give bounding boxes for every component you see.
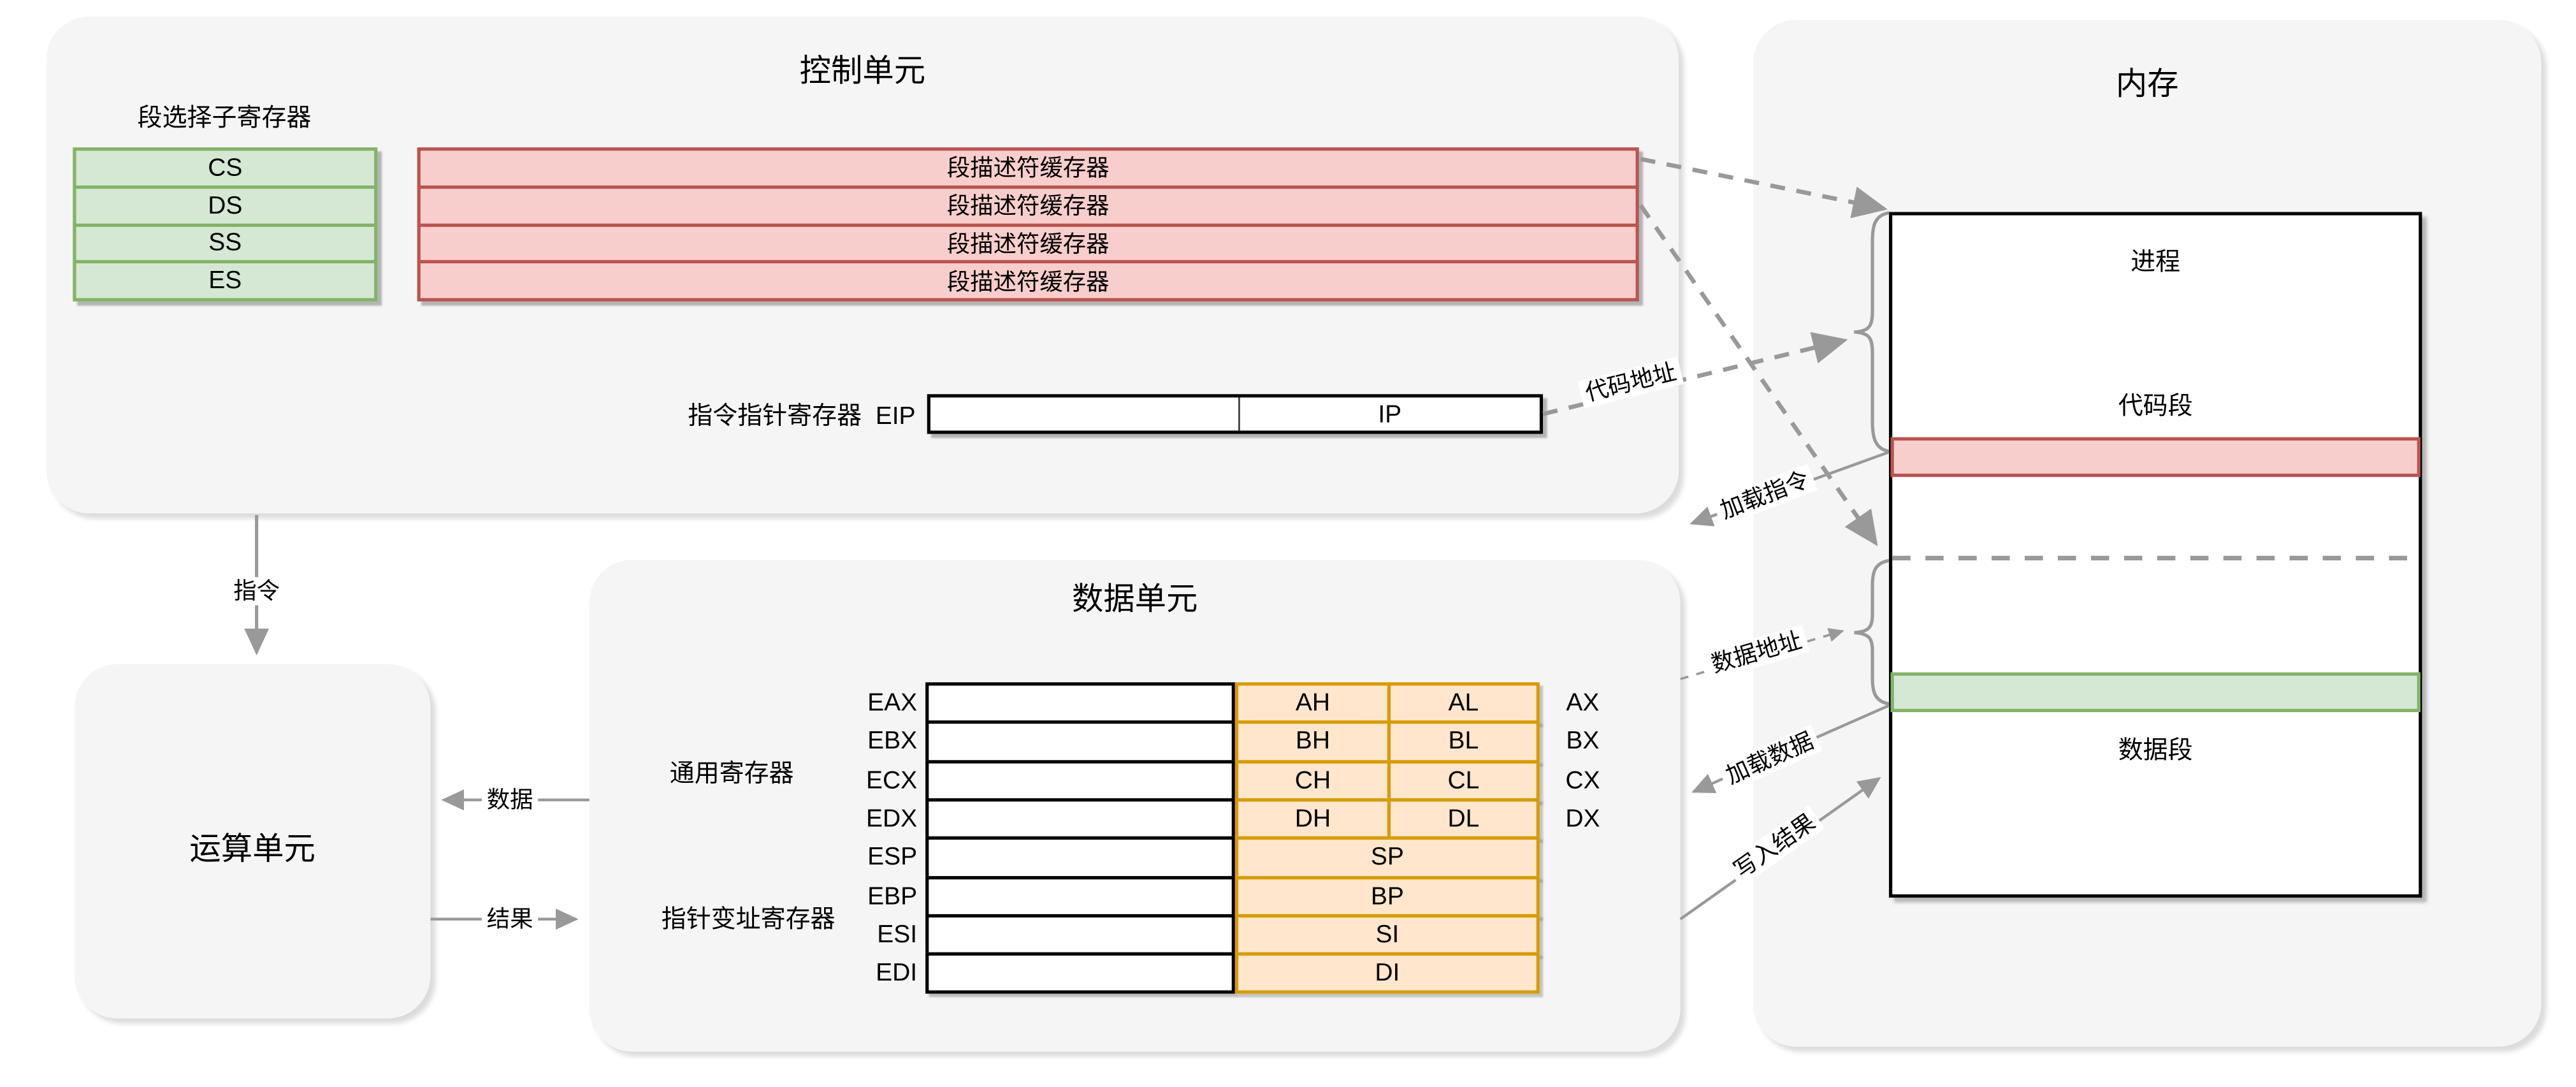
data-edge-label: 数据: [481, 785, 539, 814]
general-registers-label: 通用寄存器: [669, 760, 794, 789]
register-white-cell: [925, 759, 1235, 802]
register-16bit-cell: SI: [1234, 914, 1540, 956]
control-unit-panel: 控制单元 段选择子寄存器 CS DS SS ES 段描述符缓存器 段描述符缓存器…: [46, 16, 1679, 514]
data-segment-label: 数据段: [2118, 736, 2193, 766]
segment-selector-table: CS DS SS ES: [73, 147, 378, 302]
alu-panel: 运算单元: [74, 664, 431, 1019]
register-white-cell: [925, 720, 1235, 763]
eip-register-box: IP: [927, 394, 1544, 434]
register-16bit-cell: SP: [1234, 836, 1540, 879]
descriptor-row: 段描述符缓存器: [420, 223, 1636, 260]
data-unit-title: 数据单元: [1071, 583, 1198, 618]
data-segment-strip: [1890, 672, 2420, 711]
register-16bit-label: AX: [1566, 689, 1600, 717]
alu-title: 运算单元: [189, 833, 315, 868]
register-name-label: EDI: [876, 959, 918, 988]
data-unit-panel: 数据单元 通用寄存器 指针变址寄存器 EAX AH AL AX EBX BH B…: [589, 560, 1681, 1052]
eip-ip-cell: IP: [1238, 397, 1540, 431]
register-name-label: ESI: [877, 920, 918, 949]
selector-row: CS: [208, 154, 243, 182]
eip-register-label: 指令指针寄存器 EIP: [688, 402, 916, 431]
register-white-cell: [925, 952, 1235, 995]
register-16bit-label: BX: [1566, 727, 1600, 756]
register-name-label: EBP: [867, 882, 918, 910]
register-white-cell: [925, 836, 1235, 879]
register-16bit-label: CX: [1565, 766, 1600, 794]
selector-row: DS: [76, 185, 375, 223]
register-high-cell: DH: [1234, 798, 1391, 840]
result-edge-label: 结果: [481, 905, 539, 933]
memory-title: 内存: [2115, 68, 2179, 103]
register-low-cell: AL: [1387, 682, 1540, 725]
control-unit-title: 控制单元: [799, 54, 926, 90]
register-white-cell: [925, 798, 1235, 840]
register-high-cell: AH: [1234, 682, 1391, 725]
register-name-label: ECX: [866, 766, 918, 794]
code-segment-label: 代码段: [2118, 392, 2193, 421]
memory-process-box: 进程 代码段 数据段: [1888, 212, 2422, 898]
descriptor-cache-table: 段描述符缓存器 段描述符缓存器 段描述符缓存器 段描述符缓存器: [417, 147, 1639, 302]
register-name-label: EAX: [867, 689, 918, 717]
selector-row: ES: [76, 260, 375, 298]
descriptor-row: 段描述符缓存器: [946, 154, 1110, 182]
instruction-edge-label: 指令: [228, 577, 285, 606]
register-low-cell: CL: [1387, 759, 1540, 802]
register-low-cell: BL: [1387, 720, 1540, 763]
register-name-label: EBX: [867, 727, 918, 756]
code-segment-strip: [1890, 437, 2420, 476]
eip-high-cell: [930, 397, 1238, 430]
selector-row: SS: [76, 223, 375, 260]
register-high-cell: BH: [1234, 720, 1391, 763]
descriptor-row: 段描述符缓存器: [420, 185, 1636, 223]
register-high-cell: CH: [1234, 759, 1391, 802]
register-name-label: ESP: [867, 843, 918, 872]
register-16bit-cell: DI: [1234, 952, 1540, 995]
pointer-index-registers-label: 指针变址寄存器: [661, 905, 836, 935]
register-white-cell: [925, 682, 1235, 725]
register-16bit-label: DX: [1565, 805, 1600, 833]
register-white-cell: [925, 875, 1235, 917]
descriptor-row: 段描述符缓存器: [420, 260, 1636, 298]
register-low-cell: DL: [1387, 798, 1540, 840]
register-name-label: EDX: [866, 805, 918, 833]
memory-panel: 内存 进程 代码段 数据段: [1753, 20, 2542, 1047]
segment-selector-label: 段选择子寄存器: [137, 104, 312, 133]
register-16bit-cell: BP: [1234, 875, 1540, 917]
register-white-cell: [925, 914, 1235, 956]
process-label: 进程: [2131, 248, 2181, 277]
